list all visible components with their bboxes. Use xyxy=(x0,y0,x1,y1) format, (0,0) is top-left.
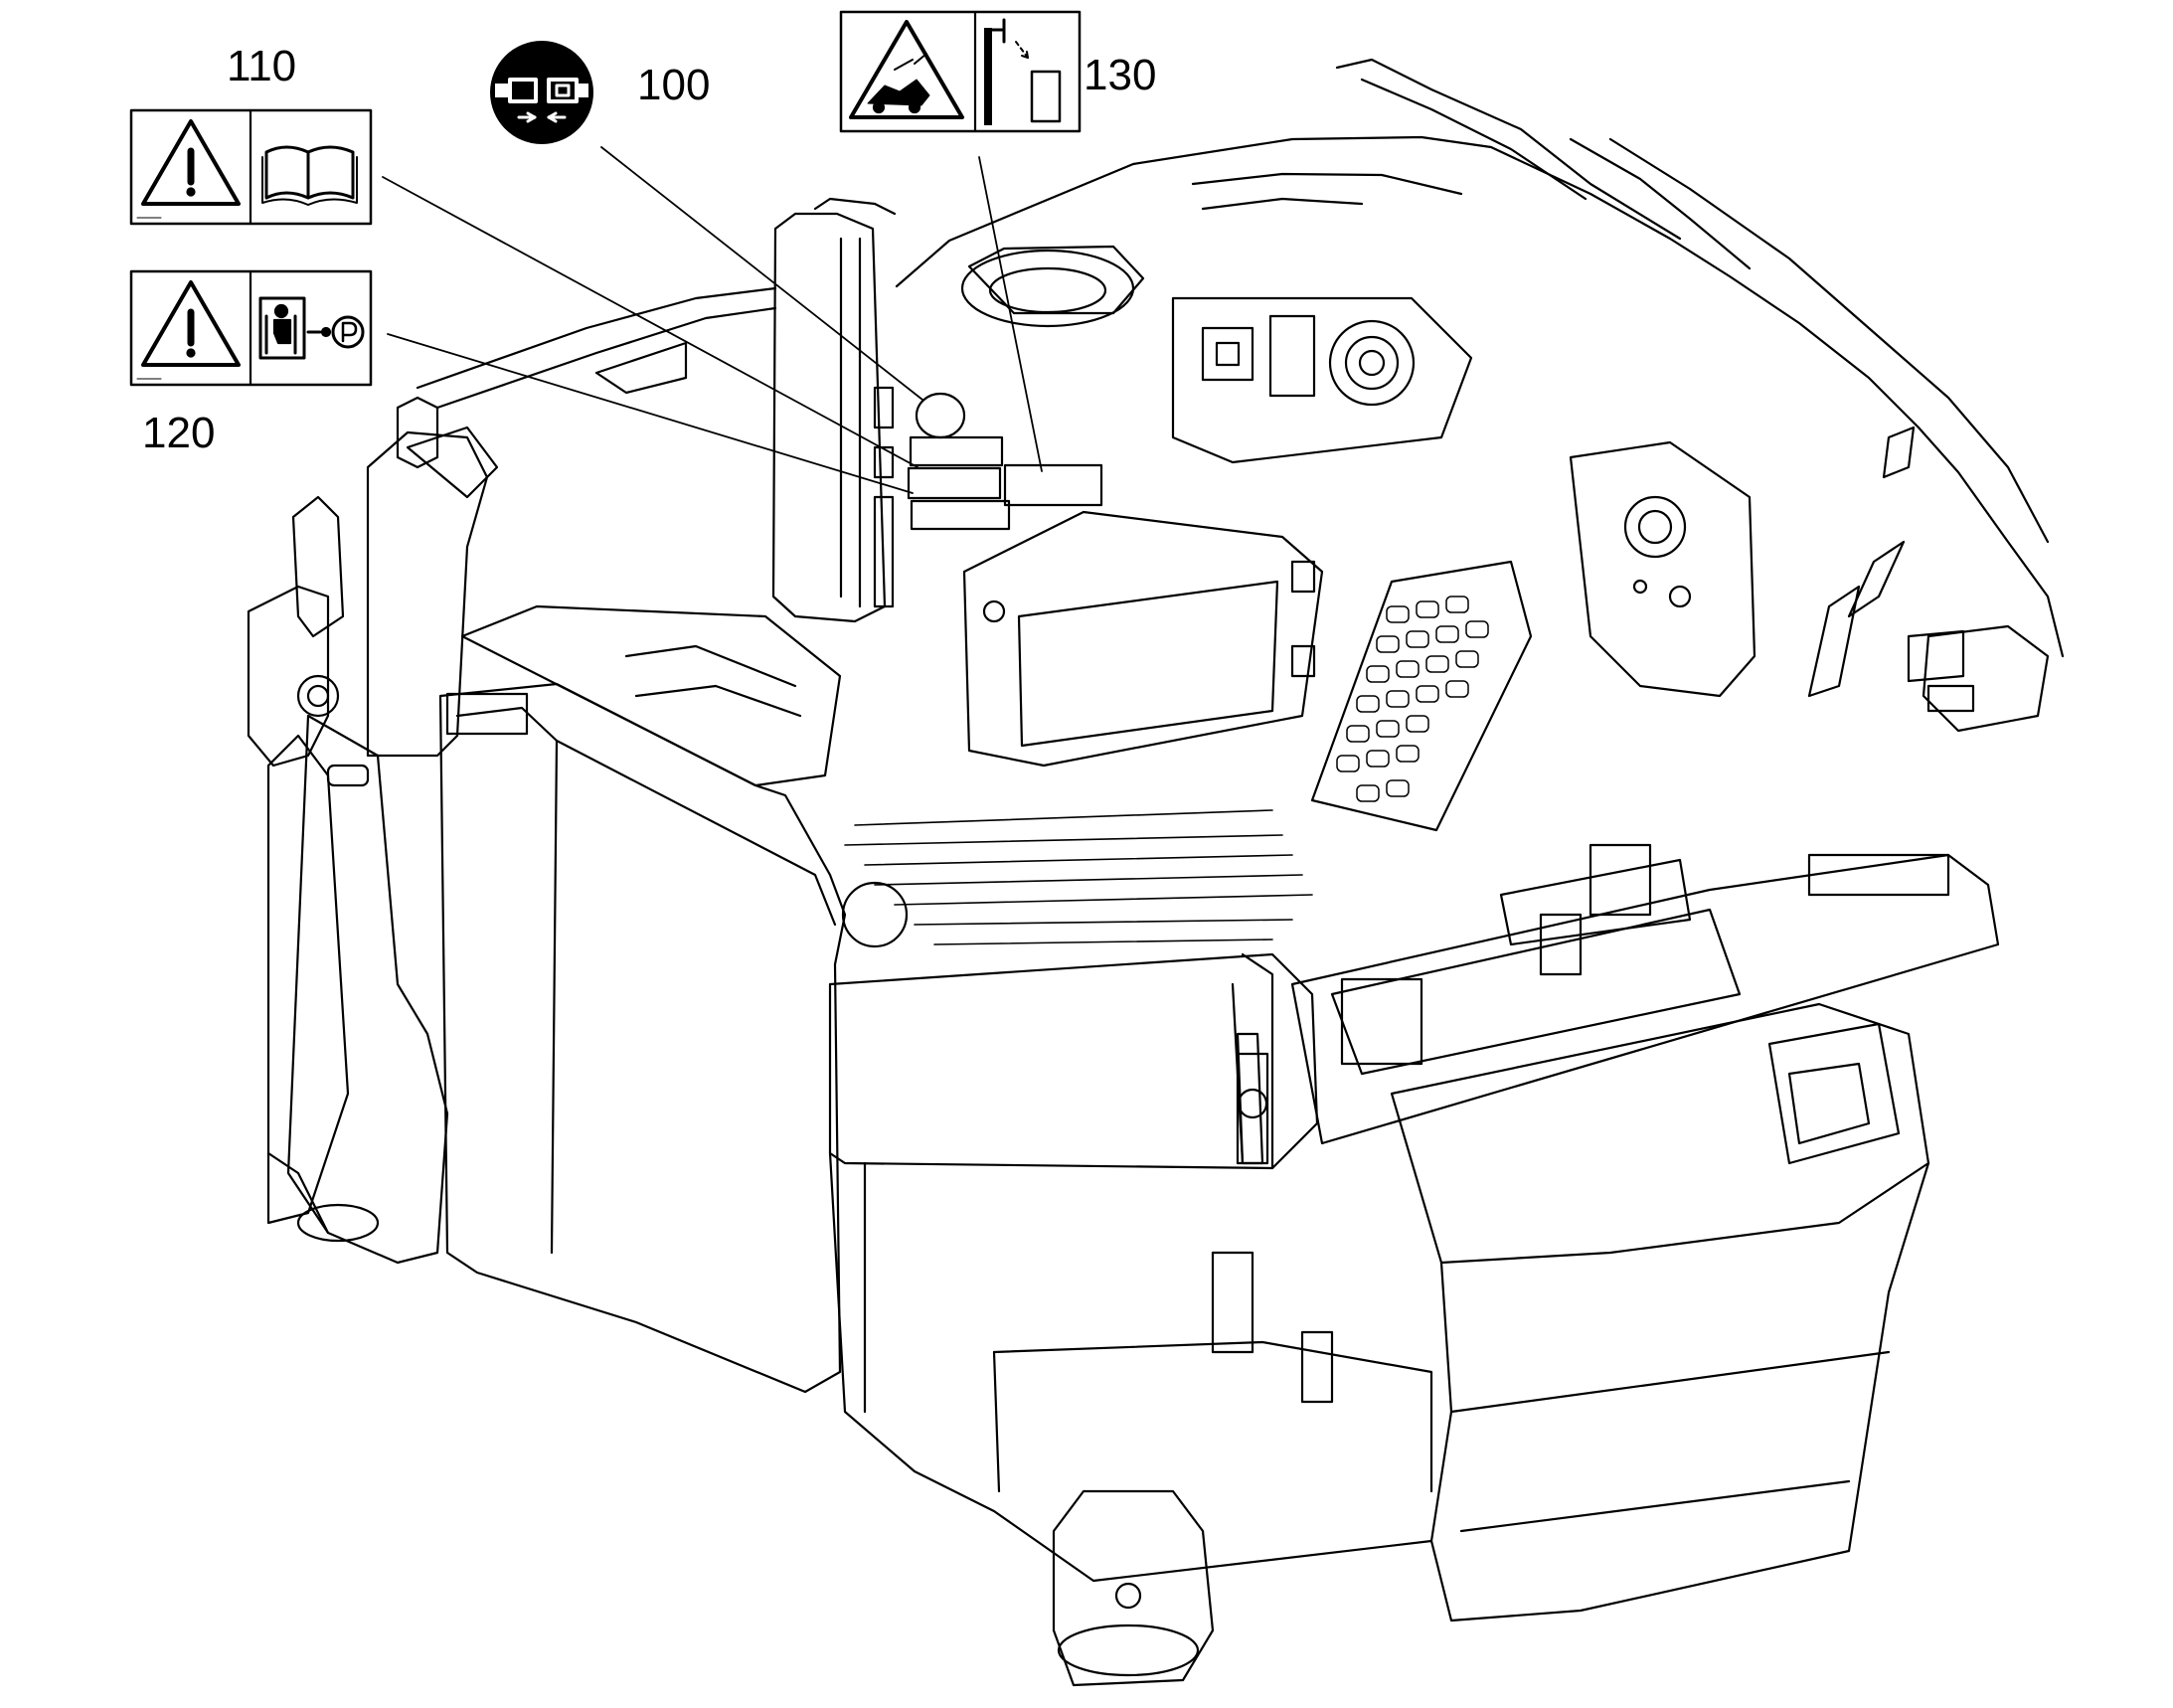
rollover-hazard-icon xyxy=(849,20,964,119)
seat-belt-buckle-icon xyxy=(495,78,588,123)
callout-130: 130 xyxy=(1084,51,1157,99)
warning-triangle-icon xyxy=(141,119,241,206)
parking-brake-operator-icon xyxy=(258,296,365,360)
callout-120: 120 xyxy=(142,409,216,457)
decal-100 xyxy=(490,41,593,144)
warning-triangle-icon xyxy=(141,280,241,367)
callout-110: 110 xyxy=(227,42,297,90)
decal-120 xyxy=(129,269,373,387)
operator-manual-book-icon xyxy=(261,145,358,206)
machine-body-outline xyxy=(247,58,2065,1687)
decal-110 xyxy=(129,108,373,226)
cab-wall-decals xyxy=(907,392,1103,531)
callout-100: 100 xyxy=(637,61,711,109)
leader-lines xyxy=(382,146,1043,494)
decal-130 xyxy=(839,10,1082,133)
restraint-bar-icon xyxy=(984,18,1062,125)
